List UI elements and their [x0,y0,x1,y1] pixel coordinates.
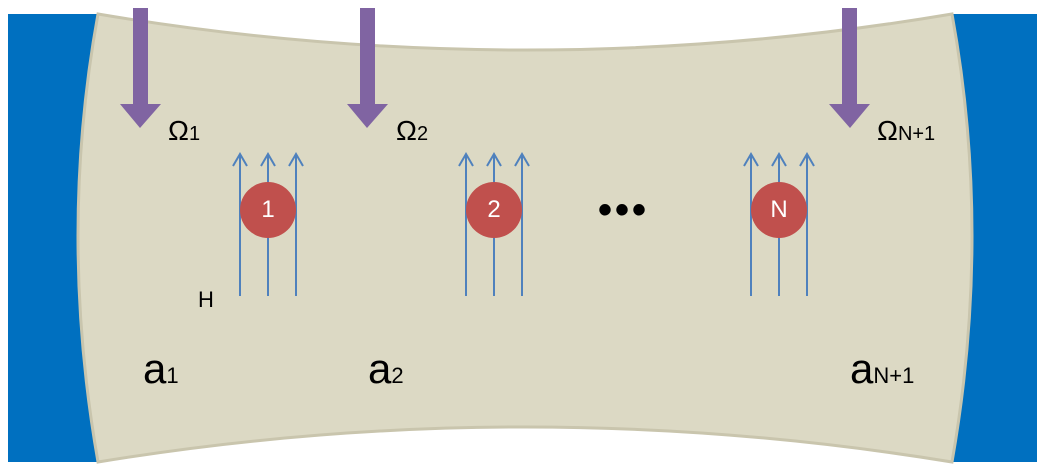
omega-symbol: Ω [168,115,189,146]
field-label: H [198,287,214,312]
mode-label-2: a2 [368,348,404,390]
ellipsis: ••• [598,188,650,232]
mode-symbol: a [850,345,874,392]
right-mirror [952,14,1037,462]
omega-symbol: Ω [396,115,417,146]
pump-frequency-label-1: Ω1 [168,117,200,145]
mode-label-1: a1 [143,348,179,390]
omega-subscript: 2 [416,123,429,145]
pump-arrow-1 [120,8,161,128]
atom-1-label: 1 [261,196,275,223]
pump-frequency-label-n-plus-1: ΩN+1 [877,117,935,145]
mode-subscript: N+1 [873,363,915,388]
omega-symbol: Ω [877,115,898,146]
pump-arrow-n-plus-1 [829,8,870,128]
field-lines-n [743,152,815,296]
pump-arrow-2 [347,8,388,128]
omega-subscript: 1 [188,123,201,145]
atom-1 [240,182,296,238]
mode-symbol: a [143,345,167,392]
atom-n [751,182,807,238]
cavity-medium [76,12,974,464]
left-mirror [8,14,98,462]
mode-label-n-plus-1: aN+1 [850,348,914,390]
atom-2 [466,182,522,238]
omega-subscript: N+1 [897,123,936,145]
pump-frequency-label-2: Ω2 [396,117,428,145]
mode-symbol: a [368,345,392,392]
mode-subscript: 2 [391,363,404,388]
mode-subscript: 1 [166,363,179,388]
atom-n-label: N [770,196,788,223]
atom-2-label: 2 [487,196,501,223]
